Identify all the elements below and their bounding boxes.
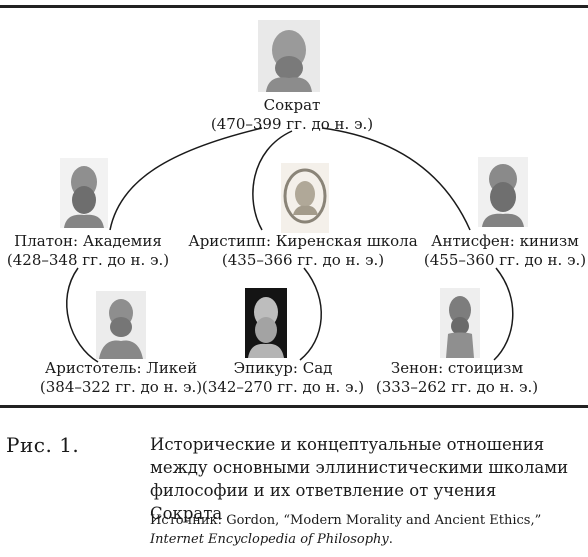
node-plato-dates: (428–348 гг. до н. э.) (6, 251, 170, 269)
node-epicurus: Эпикур: Сад (342–270 гг. до н. э.) (202, 359, 364, 397)
node-plato: Платон: Академия (428–348 гг. до н. э.) (7, 232, 169, 270)
antisthenes-bust-image (478, 157, 528, 227)
top-rule (0, 5, 588, 8)
figure-label: Рис. 1. (6, 433, 80, 457)
zeno-bust-image (440, 288, 480, 358)
connector-socrates-plato (109, 127, 263, 231)
node-antisthenes: Антисфен: кинизм (455–360 гг. до н. э.) (424, 232, 586, 270)
node-plato-name: Платон: Академия (14, 232, 162, 250)
source-prefix: Источник: Gordon, “Modern Morality and A… (150, 513, 542, 528)
node-aristippus-name: Аристипп: Киренская школа (188, 232, 418, 250)
node-aristotle: Аристотель: Ликей (384–322 гг. до н. э.) (40, 359, 202, 397)
aristippus-medallion-image (281, 163, 329, 233)
connector-socrates-aristippus (252, 130, 293, 231)
node-antisthenes-name: Антисфен: кинизм (431, 232, 579, 250)
node-zeno-name: Зенон: стоицизм (390, 359, 524, 377)
node-zeno-dates: (333–262 гг. до н. э.) (375, 378, 539, 396)
node-aristotle-name: Аристотель: Ликей (44, 359, 198, 377)
caption-rule (0, 405, 588, 408)
connector-plato-aristotle (66, 267, 99, 363)
node-zeno: Зенон: стоицизм (333–262 гг. до н. э.) (376, 359, 538, 397)
figure-caption: Исторические и концептуальные отношения … (150, 435, 569, 523)
node-epicurus-dates: (342–270 гг. до н. э.) (201, 378, 365, 396)
node-socrates-dates: (470–399 гг. до н. э.) (210, 115, 374, 133)
aristotle-bust-image (96, 291, 146, 359)
source-suffix: . (388, 532, 393, 547)
connector-antisthenes-zeno (493, 267, 514, 361)
node-aristippus-dates: (435–366 гг. до н. э.) (221, 251, 385, 269)
node-antisthenes-dates: (455–360 гг. до н. э.) (423, 251, 587, 269)
plato-bust-image (60, 158, 108, 228)
node-aristotle-dates: (384–322 гг. до н. э.) (39, 378, 203, 396)
epicurus-bust-image (245, 288, 287, 358)
connector-aristippus-epicurus (299, 267, 323, 361)
connector-socrates-antisthenes (321, 127, 471, 231)
node-epicurus-name: Эпикур: Сад (233, 359, 333, 377)
socrates-bust-image (258, 20, 320, 92)
connector-lines (66, 127, 514, 363)
node-socrates-name: Сократ (263, 96, 321, 114)
source-title: Internet Encyclopedia of Philosophy (150, 532, 389, 547)
node-aristippus: Аристипп: Киренская школа (435–366 гг. д… (188, 232, 417, 270)
figure-source: Источник: Gordon, “Modern Morality and A… (150, 511, 570, 549)
node-socrates: Сократ (470–399 гг. до н. э.) (211, 96, 373, 134)
